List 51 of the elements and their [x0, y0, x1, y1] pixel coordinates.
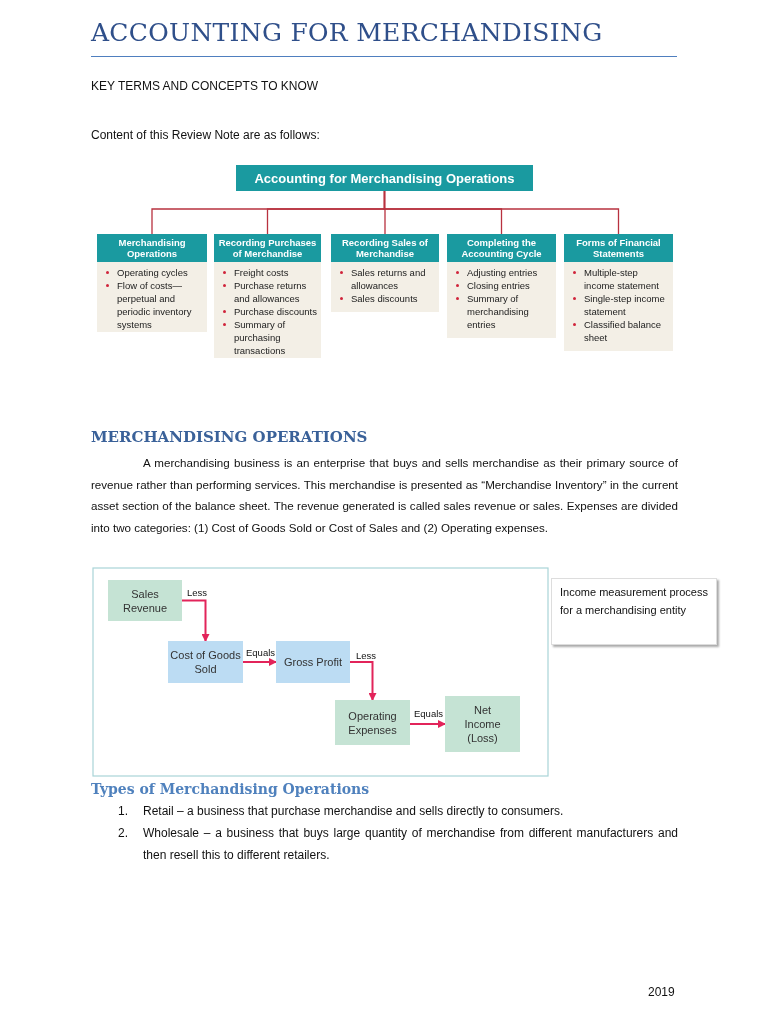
bullet-item: Summary of purchasing transactions	[234, 319, 286, 356]
page-number: 2019	[648, 984, 676, 1001]
subsection-heading: Types of Merchandising Operations	[91, 781, 371, 797]
topic-card	[97, 234, 207, 332]
process-box: Gross Profit	[276, 641, 350, 683]
note-box: Income measurement process for a merchandising entity	[551, 578, 717, 645]
bullet-item: Operating cycles	[117, 267, 188, 278]
card-heading: Merchandising Operations	[97, 234, 207, 262]
subheading: KEY TERMS AND CONCEPTS TO KNOW	[91, 78, 320, 95]
edge-label: Equals	[413, 708, 445, 719]
paragraph: A merchandising business is an enterprise that buys and sells merchandise as their primary source of revenue rather than performing services. This merchandise is presented as “Merchandise Inventory” in the current asset section of the balance sheet. The revenue generated is called sales revenue or sales. Expenses are divided into two categories: (1) Cost of Goods Sold or Cost of Sales and (2) Operating expenses.	[91, 455, 678, 536]
section-heading: MERCHANDISING OPERATIONS	[91, 428, 369, 446]
bullet-item: Single-step income statement	[584, 293, 665, 317]
bullet-item: Purchase discounts	[234, 306, 317, 317]
list-item: Wholesale – a business that buys large quantity of merchandise from different manufacturers and then resell this to different retailers.	[143, 825, 678, 864]
topic-card	[331, 234, 439, 312]
list-number: 2.	[118, 825, 129, 842]
arrow	[349, 661, 377, 701]
intro-text: Content of this Review Note are as follows:	[91, 127, 321, 144]
connector-line	[383, 190, 620, 235]
edge-label: Less	[186, 587, 209, 598]
process-box: Operating Expenses	[335, 700, 410, 745]
card-heading: Completing the Accounting Cycle	[447, 234, 556, 262]
arrow	[181, 599, 210, 642]
edge-label: Less	[355, 650, 378, 661]
bullet-item: Closing entries	[467, 280, 530, 291]
arrow	[409, 720, 446, 728]
bullet-item: Sales returns and allowances	[351, 267, 426, 291]
bullet-item: Classified balance sheet	[584, 319, 662, 343]
process-box: Sales Revenue	[108, 580, 182, 621]
bullet-item: Purchase returns and allowances	[234, 280, 307, 304]
bullet-item: Multiple-step income statement	[584, 267, 659, 291]
topic-card	[214, 234, 321, 358]
topic-card	[564, 234, 673, 351]
process-box: Net Income (Loss)	[445, 696, 520, 752]
process-box: Cost of Goods Sold	[168, 641, 243, 683]
bullet-item: Sales discounts	[351, 293, 418, 304]
card-heading: Recording Sales of Merchandise	[331, 234, 439, 262]
bullet-item: Summary of merchandising entries	[467, 293, 529, 330]
page-title: ACCOUNTING FOR MERCHANDISING	[91, 18, 603, 47]
topic-card	[447, 234, 556, 338]
card-heading: Recording Purchases of Merchandise	[214, 234, 321, 262]
bullet-item: Flow of costs—perpetual and periodic inventory systems	[117, 280, 192, 330]
list-item: Retail – a business that purchase merchandise and sells directly to consumers.	[143, 803, 565, 820]
list-number: 1.	[118, 803, 129, 820]
bullet-item: Adjusting entries	[467, 267, 538, 278]
card-heading: Forms of Financial Statements	[564, 234, 673, 262]
title-box: Accounting for Merchandising Operations	[236, 165, 533, 191]
arrow	[242, 658, 277, 666]
bullet-item: Freight costs	[234, 267, 289, 278]
edge-label: Equals	[245, 647, 277, 658]
